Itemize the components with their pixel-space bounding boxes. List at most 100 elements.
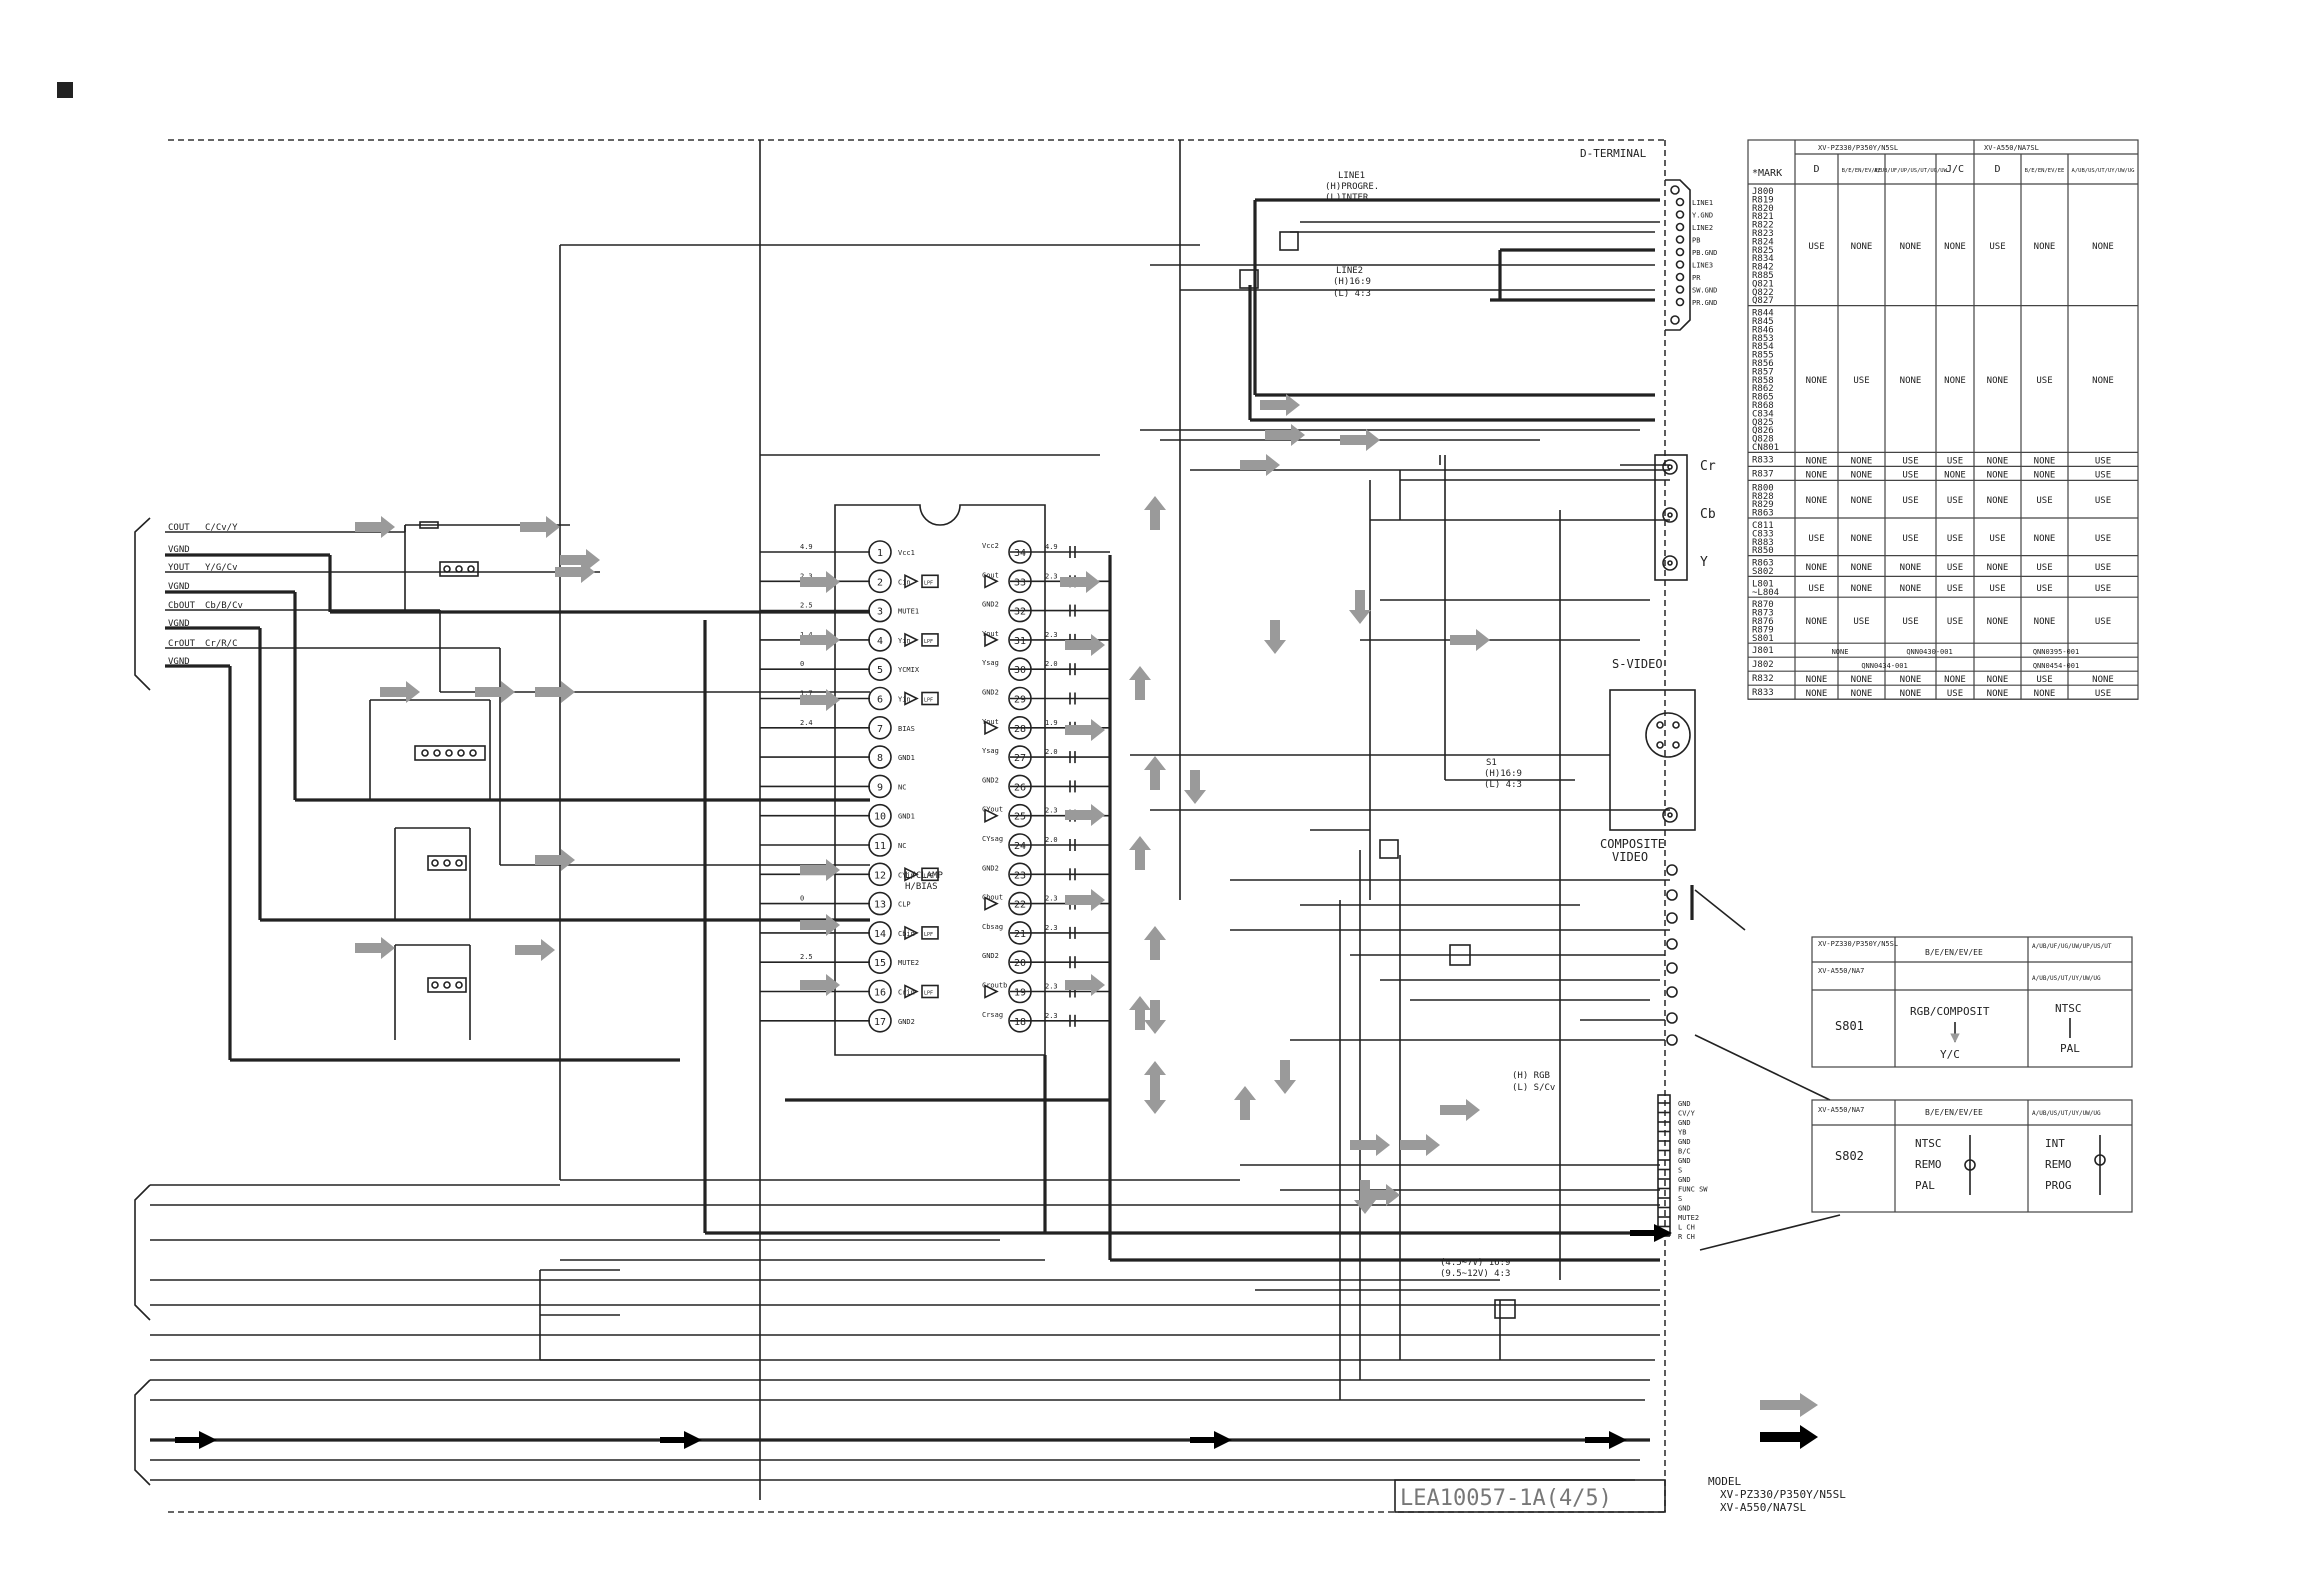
ic-pin-name: MUTE2 <box>898 959 919 967</box>
transistor-q1 <box>1239 231 1516 1319</box>
ic-pin-26 <box>1008 774 1032 799</box>
right-connector-pin-label: L CH <box>1678 1224 1695 1232</box>
ic-pin-num: 1 <box>877 548 883 559</box>
label-y-g-cv: Y/G/Cv <box>205 563 238 573</box>
ic-pin-name: Vcc1 <box>898 549 915 557</box>
mark-table-value: NONE <box>2034 534 2056 544</box>
cb-label: Cb <box>1700 507 1716 522</box>
mark-table-part: R850 <box>1752 546 1774 556</box>
mark-table-part: ~L804 <box>1752 588 1779 598</box>
ic-pin-32 <box>1008 598 1032 623</box>
mark-table-part: R853 <box>1752 334 1774 344</box>
sheet-id: LEA10057-1A(4/5) <box>1400 1486 1612 1511</box>
ic-pin-22 <box>1008 891 1032 916</box>
ic-pin-num: 28 <box>1014 724 1026 735</box>
signal-flow-arrows <box>175 394 1672 1449</box>
section-marker <box>57 82 73 98</box>
filter-block-2 <box>369 699 491 800</box>
ic-pin-num: 33 <box>1014 577 1026 588</box>
mark-table-value: NONE <box>1851 242 1873 252</box>
label-crout: CrOUT <box>168 639 196 649</box>
ic-pin-name: Yout <box>982 630 999 638</box>
ic-pin-name: GND2 <box>982 864 999 872</box>
right-connector-pin-label: GND <box>1678 1100 1691 1108</box>
mark-table-part: R832 <box>1752 674 1774 684</box>
d-terminal-pin-label: LINE1 <box>1692 199 1713 207</box>
mark-table-value: NONE <box>2092 242 2114 252</box>
ic-pin-voltage: 0 <box>800 660 804 668</box>
ic-pin-9 <box>868 774 892 799</box>
mark-table-value: NONE <box>1987 563 2009 573</box>
ic-pin-num: 15 <box>874 958 886 969</box>
mark-table-part: R834 <box>1752 254 1774 264</box>
mark-table-col-header: D <box>1994 164 2000 175</box>
voltage-2: (9.5~12V) 4:3 <box>1440 1269 1510 1279</box>
mark-table-part: R820 <box>1752 204 1774 214</box>
s801-opt1-bottom: Y/C <box>1940 1048 1960 1061</box>
mark-table-part: R879 <box>1752 625 1774 635</box>
mark-table-value: NONE <box>1900 689 1922 699</box>
mark-table-value: USE <box>1947 584 1963 594</box>
mark-table-part: L801 <box>1752 579 1774 589</box>
mark-table-part: CN801 <box>1752 443 1779 453</box>
ic-pin-voltage: 2.3 <box>1045 572 1058 580</box>
ic-pin-voltage: 0 <box>800 895 804 903</box>
ic-pin-16 <box>868 979 892 1004</box>
label-cr-r-c: Cr/R/C <box>205 639 238 649</box>
mark-table-value: NONE <box>1851 470 1873 480</box>
d-terminal-pin <box>1675 197 1685 207</box>
s802-opt1-c: PAL <box>1915 1179 1935 1192</box>
ic-pin-num: 13 <box>874 900 886 911</box>
d-terminal-pin <box>1675 210 1685 219</box>
mark-table-part: Q826 <box>1752 426 1774 436</box>
mark-table-part: R845 <box>1752 317 1774 327</box>
mark-table-value: USE <box>2036 496 2052 506</box>
label-vgnd-1: VGND <box>168 545 190 555</box>
mark-table-part: R833 <box>1752 688 1774 698</box>
ic-pin-24 <box>1008 833 1032 857</box>
mark-table-part: R822 <box>1752 221 1774 231</box>
label-cb-b-cv: Cb/B/Cv <box>205 601 243 611</box>
ic-pin-num: 3 <box>877 607 883 618</box>
mark-table-part: S802 <box>1752 567 1774 577</box>
ic-pin-25 <box>1008 803 1032 828</box>
mark-table-value: NONE <box>1851 534 1873 544</box>
s801-opt2-top: NTSC <box>2055 1002 2082 1015</box>
mark-table-value: USE <box>2036 563 2052 573</box>
mark-table-value: NONE <box>1851 675 1873 685</box>
ic-pin-num: 5 <box>877 665 883 676</box>
s802-opt2-c: PROG <box>2045 1179 2072 1192</box>
ic-pin-voltage: 2.0 <box>1045 748 1058 756</box>
mark-table-value: USE <box>1989 242 2005 252</box>
ic-pin-28 <box>1008 715 1032 740</box>
ic-pin-name: Crin <box>898 989 915 997</box>
ic-pin-19 <box>1008 979 1032 1004</box>
mark-table-value: NONE <box>1987 496 2009 506</box>
mark-table-value: NONE <box>1900 242 1922 252</box>
ic-pin-name: CYout <box>982 806 1003 814</box>
ic-pin-name: CLP <box>898 901 911 909</box>
mark-table-part: R829 <box>1752 500 1774 510</box>
mark-table-value: NONE <box>1900 563 1922 573</box>
ic-pin-1 <box>868 540 892 564</box>
ic-pin-num: 31 <box>1014 636 1026 647</box>
d-terminal-pin <box>1675 235 1685 244</box>
ic-pin-30 <box>1008 657 1032 682</box>
right-connector-pin-label: YB <box>1678 1129 1686 1137</box>
mark-table-value: NONE <box>1944 242 1966 252</box>
mark-table-value: NONE <box>1851 689 1873 699</box>
rgb-h: (H) RGB <box>1512 1071 1550 1081</box>
mark-table-value: NONE <box>1900 376 1922 386</box>
ic-pin-voltage: 2.3 <box>1045 807 1058 815</box>
d-terminal-pin-label: PB.GND <box>1692 249 1717 257</box>
ic-pin-name: YCMIX <box>898 666 920 674</box>
ic-pin-num: 27 <box>1014 753 1026 764</box>
filter-block-4 <box>394 944 471 1040</box>
model-label: MODEL <box>1708 1475 1741 1488</box>
mark-table-value: USE <box>2036 675 2052 685</box>
d-terminal-pin <box>1675 285 1685 294</box>
ic-pin-18 <box>1008 1008 1032 1033</box>
ic-pin-10 <box>868 803 892 828</box>
d-terminal-pin-label: LINE3 <box>1692 262 1713 270</box>
